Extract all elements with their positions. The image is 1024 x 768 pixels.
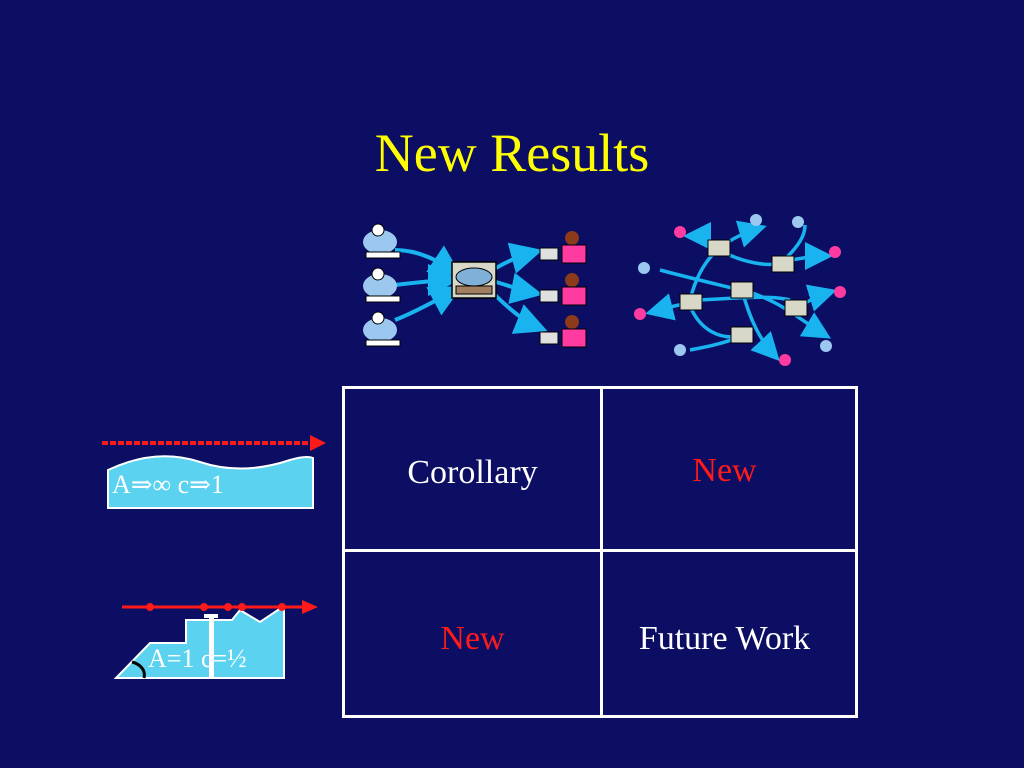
table-divider-horizontal	[345, 549, 855, 552]
mesh-network	[634, 214, 846, 366]
star-network	[363, 223, 587, 348]
table-cell-new-top: New	[692, 452, 757, 489]
router-icon	[730, 326, 754, 344]
router-icon	[679, 293, 703, 311]
slide-title: New Results	[374, 123, 650, 183]
receiver-icon	[539, 231, 587, 264]
results-table: Corollary New New Future Work	[342, 386, 858, 718]
receiver-icon	[539, 315, 587, 348]
lower-formula: A=1 c=½	[148, 644, 247, 673]
continuous-arrival-diagram	[102, 435, 326, 509]
table-cell-future-work: Future Work	[638, 620, 811, 657]
table-cell-corollary: Corollary	[407, 454, 538, 491]
router-icon	[784, 299, 808, 317]
sender-icon	[363, 311, 401, 347]
table-cell-new-bottom: New	[440, 620, 505, 657]
router-icon	[730, 281, 754, 299]
router-icon	[707, 239, 731, 257]
endpoint-icons	[634, 214, 846, 366]
table-divider-vertical	[600, 389, 603, 715]
hub-icon	[451, 261, 497, 299]
sender-icon	[363, 267, 401, 303]
receiver-icon	[539, 273, 587, 306]
upper-formula: A⇒∞ c⇒1	[112, 470, 224, 499]
discrete-arrival-diagram	[113, 600, 318, 679]
router-icon	[771, 255, 795, 273]
sender-icon	[363, 223, 401, 259]
